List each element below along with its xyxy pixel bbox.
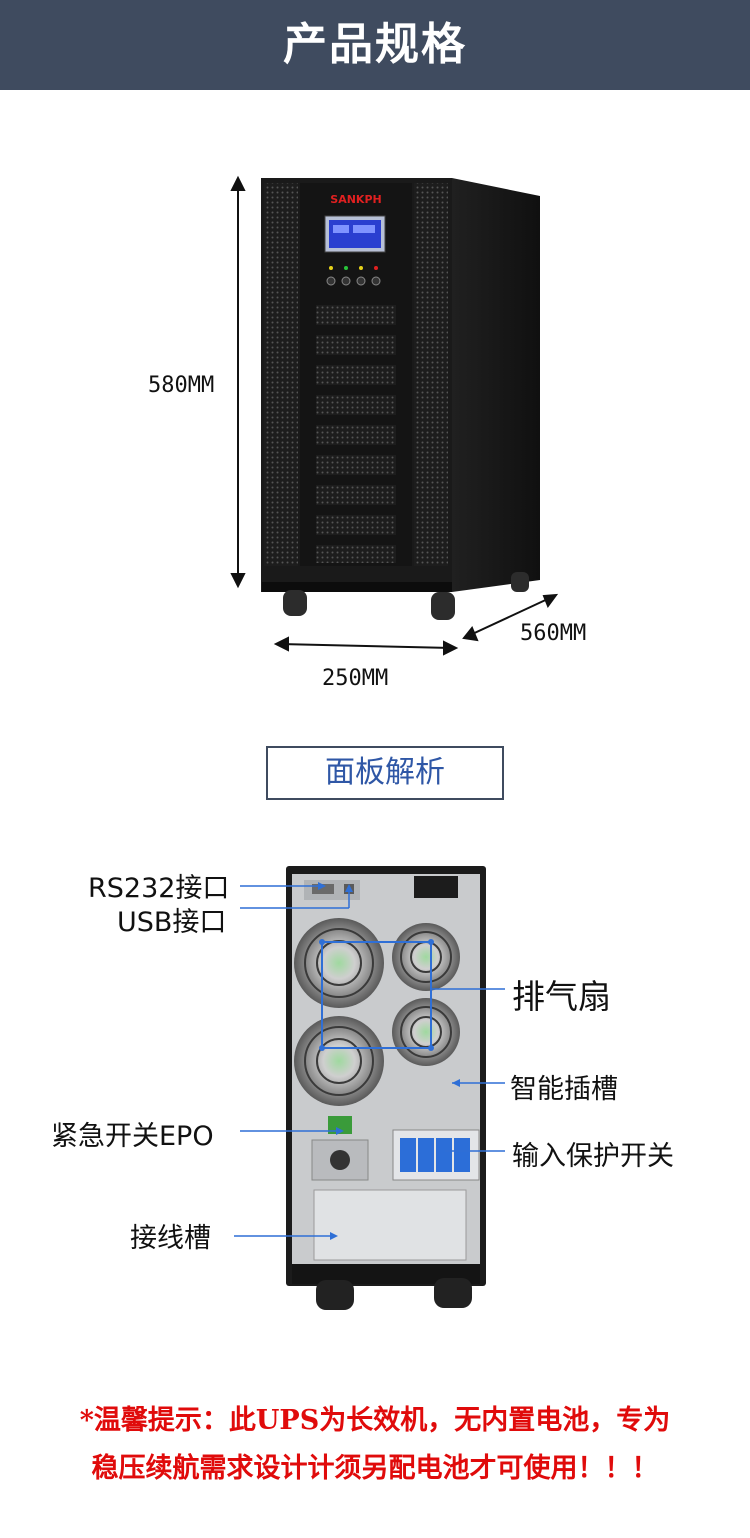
rs232-port-label: RS232接口 — [88, 873, 230, 904]
ups-rear-illustration — [234, 866, 505, 1310]
smart-slot-cover — [414, 876, 458, 898]
wheel — [431, 592, 455, 620]
terminal-cover — [313, 1189, 467, 1261]
exhaust-fan-label: 排气扇 — [512, 977, 611, 1016]
left-grill — [264, 183, 298, 566]
panel-section-title: 面板解析 — [266, 746, 504, 800]
exhaust-fan — [392, 923, 460, 991]
epo-switch-label: 紧急开关EPO — [51, 1121, 214, 1152]
width-dimension-label: 250MM — [322, 666, 389, 691]
notice-line-2: 稳压续航需求设计计须另配电池才可使用！！！ — [91, 1453, 659, 1484]
terminal-slot-label: 接线槽 — [130, 1223, 211, 1254]
wheel — [283, 590, 307, 616]
rs232-port-graphic — [312, 884, 334, 894]
usb-port-label: USB接口 — [117, 907, 227, 938]
right-grill — [414, 183, 448, 566]
height-dimension-label: 580MM — [148, 373, 215, 398]
lcd-screen — [329, 220, 381, 248]
depth-dimension-label: 560MM — [520, 621, 587, 646]
ups-front-illustration: SANKPH — [230, 175, 559, 656]
input-protection-switch-label: 输入保护开关 — [512, 1141, 674, 1172]
page-title: 产品规格 — [283, 19, 467, 70]
wheel — [511, 572, 529, 592]
ups-side-panel — [452, 178, 540, 592]
notice-line-1: *温馨提示：此UPS为长效机，无内置电池，专为 — [79, 1405, 671, 1436]
wheel — [434, 1278, 472, 1308]
epo-switch-graphic — [328, 1116, 352, 1134]
exhaust-fan — [392, 998, 460, 1066]
smart-slot-label: 智能插槽 — [510, 1074, 618, 1105]
maintenance-knob — [330, 1150, 350, 1170]
header-banner — [0, 0, 750, 90]
brand-logo: SANKPH — [330, 193, 381, 206]
exhaust-fan — [294, 918, 384, 1008]
exhaust-fan — [294, 1016, 384, 1106]
wheel — [316, 1280, 354, 1310]
